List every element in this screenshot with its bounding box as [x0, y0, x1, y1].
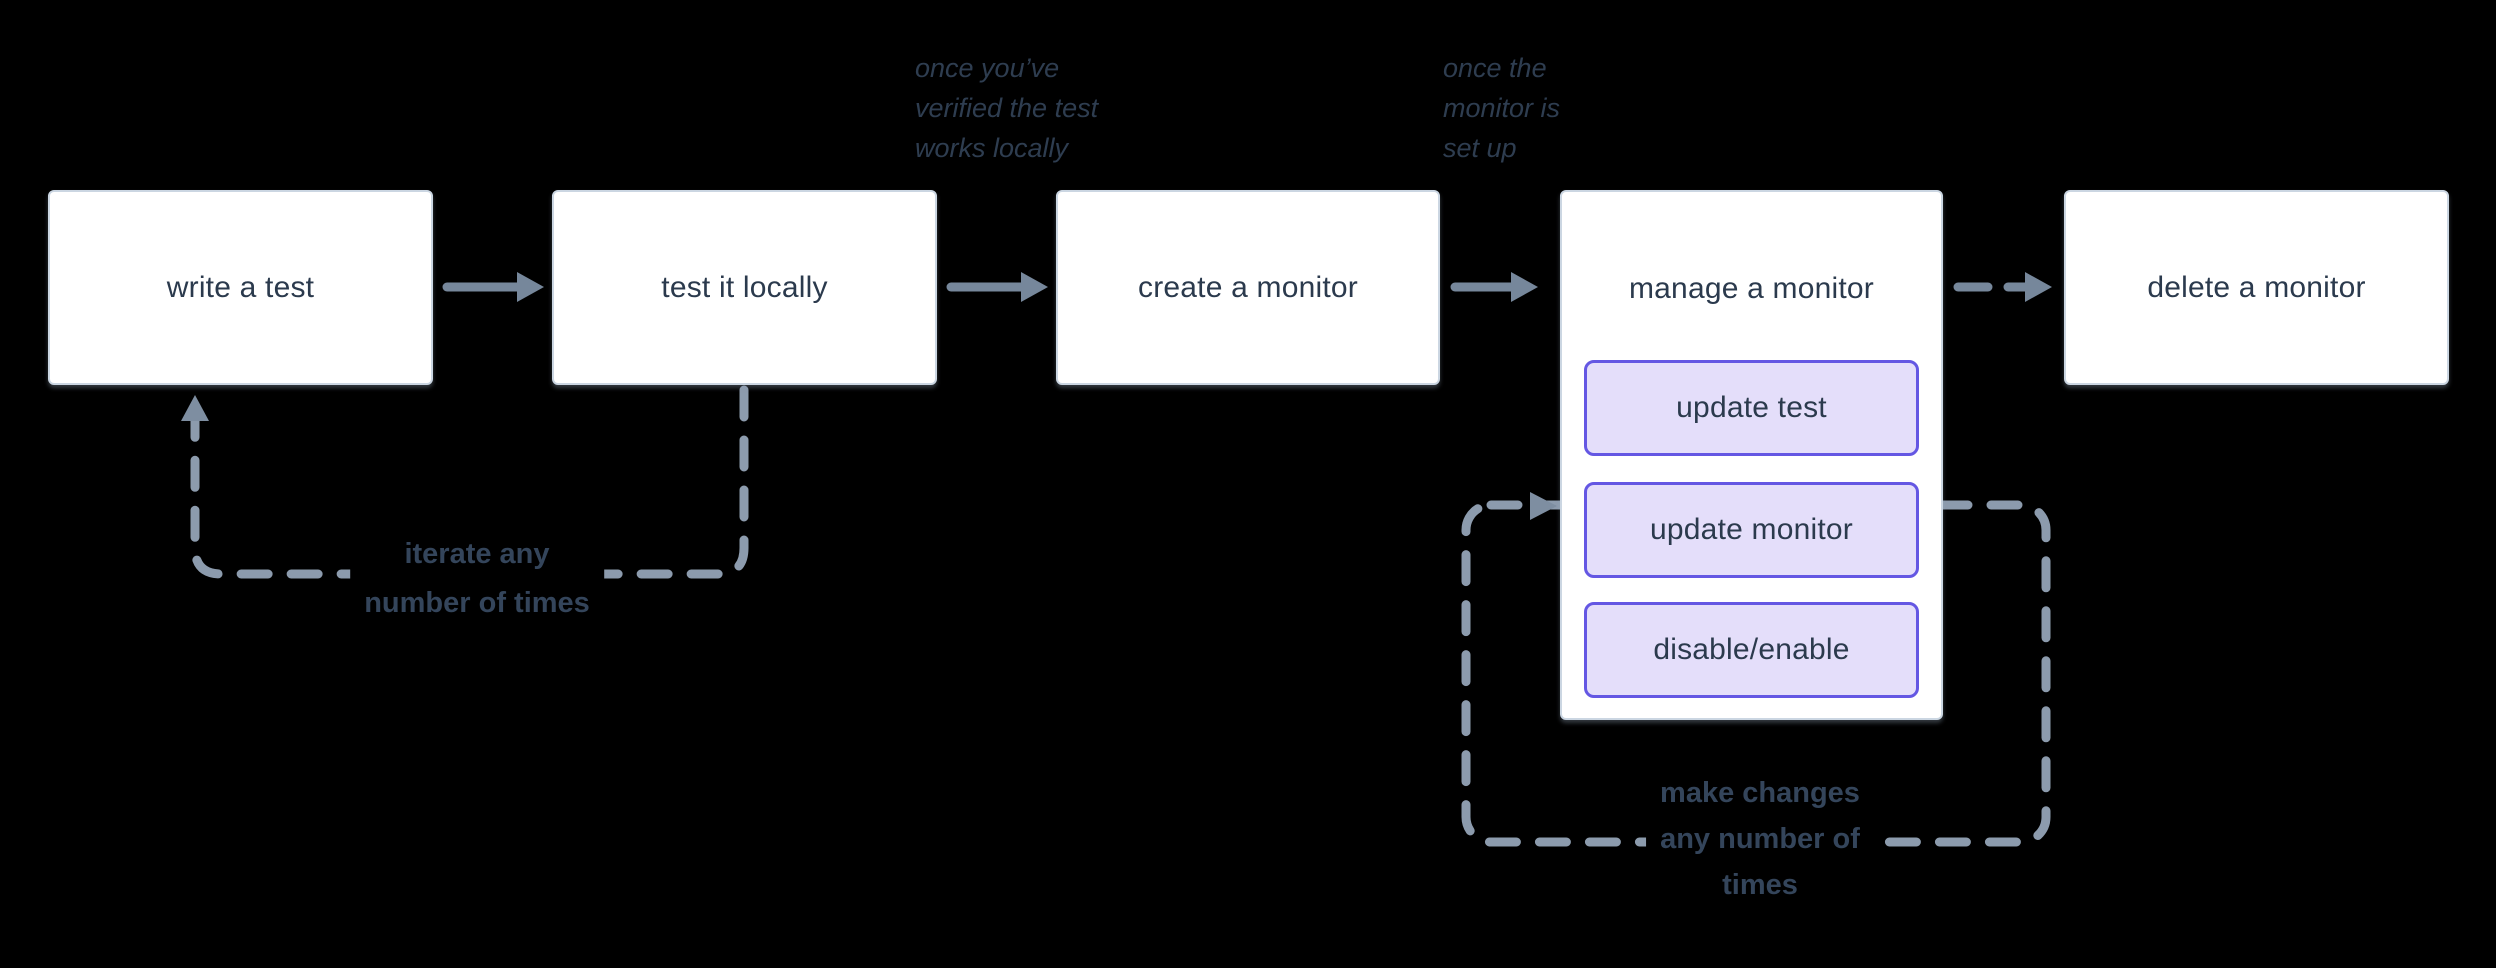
node-label: delete a monitor [2147, 270, 2366, 304]
node-create-monitor: create a monitor [1056, 190, 1440, 385]
action-label: update test [1676, 391, 1827, 424]
annotation-once-verified: once you’ve verified the test works loca… [915, 48, 1098, 168]
arrow-create-monitor-to-manage-monitor [1450, 272, 1538, 302]
loop-label-iterate: iterate any number of times [350, 530, 604, 628]
annotation-line: once the [1443, 53, 1547, 83]
action-label: disable/enable [1653, 633, 1850, 666]
action-disable-enable: disable/enable [1584, 602, 1919, 698]
node-title-row: manage a monitor [1562, 192, 1941, 385]
loop-label-line: any number of [1660, 823, 1860, 855]
node-label: manage a monitor [1628, 271, 1874, 305]
node-label: create a monitor [1138, 270, 1358, 304]
annotation-line: monitor is [1443, 93, 1561, 123]
loop-label-line: make changes [1660, 777, 1860, 809]
action-update-test: update test [1584, 360, 1919, 456]
node-test-locally: test it locally [552, 190, 937, 385]
loop-label-make-changes: make changes any number of times [1646, 770, 1874, 908]
arrowhead-icon [181, 395, 209, 421]
node-write-test: write a test [48, 190, 433, 385]
annotation-once-setup: once the monitor is set up [1443, 48, 1560, 168]
node-label: test it locally [661, 270, 828, 304]
node-label: write a test [166, 270, 315, 304]
loop-label-line: iterate any [404, 538, 550, 570]
action-update-monitor: update monitor [1584, 482, 1919, 578]
annotation-line: set up [1443, 133, 1517, 163]
annotation-line: works locally [915, 133, 1069, 163]
dashed-arrow-manage-to-delete-monitor [1953, 272, 2052, 302]
arrow-test-locally-to-create-monitor [946, 272, 1048, 302]
annotation-line: once you’ve [915, 53, 1060, 83]
arrow-write-to-test-locally [442, 272, 544, 302]
annotation-line: verified the test [915, 93, 1099, 123]
arrowhead-icon [1021, 272, 1048, 302]
node-delete-monitor: delete a monitor [2064, 190, 2449, 385]
node-manage-monitor: manage a monitor update test update moni… [1560, 190, 1943, 720]
action-label: update monitor [1650, 513, 1853, 546]
loop-label-line: number of times [364, 587, 590, 619]
arrowhead-icon [1511, 272, 1538, 302]
arrowhead-icon [2025, 272, 2052, 302]
arrowhead-icon [517, 272, 544, 302]
loop-label-line: times [1722, 869, 1798, 901]
arrowhead-icon [1530, 492, 1557, 520]
